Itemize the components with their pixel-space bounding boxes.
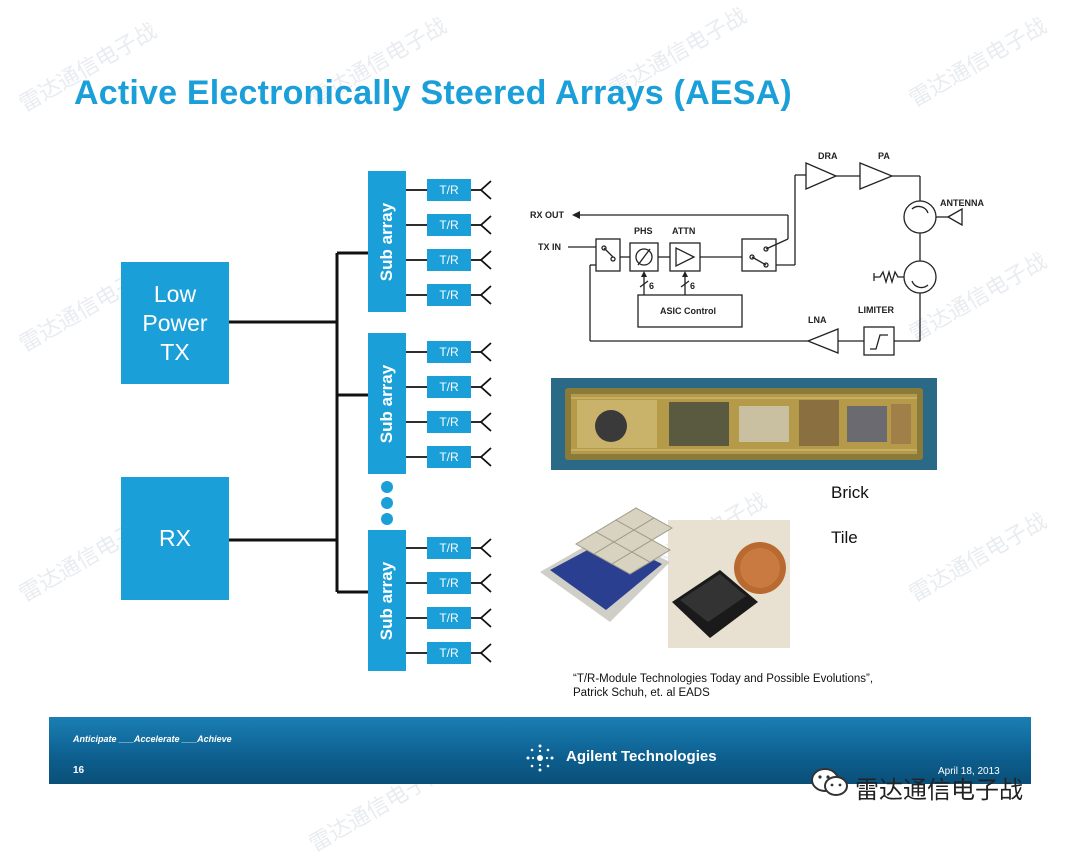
tr-module: T/R (427, 376, 471, 398)
brick-caption: Brick (831, 483, 869, 502)
pa-label: PA (878, 151, 890, 161)
antenna-icon (479, 377, 492, 397)
rx-out-label: RX OUT (530, 210, 565, 220)
asic-control-label: ASIC Control (660, 306, 716, 316)
lna-label: LNA (808, 315, 827, 325)
tr-module: T/R (427, 537, 471, 559)
wechat-account-label: 雷达通信电子战 (855, 776, 1023, 804)
tr-distribution-lines (229, 180, 492, 663)
antenna-icon (479, 643, 492, 663)
footer-tagline: Anticipate ___Accelerate ___Achieve (73, 734, 232, 744)
citation-line-1: “T/R-Module Technologies Today and Possi… (573, 673, 874, 685)
footer-date: April 18, 2013 (938, 766, 1000, 777)
citation-line-2: Patrick Schuh, et. al EADS (573, 687, 710, 699)
tr-module: T/R (427, 572, 471, 594)
antenna-label: ANTENNA (940, 198, 984, 208)
antenna-icon (479, 412, 492, 432)
sub-array-1: Sub array (368, 171, 406, 312)
antenna-icon (479, 342, 492, 362)
sub-array-label: Sub array (377, 561, 396, 640)
attn-bits: 6 (690, 281, 695, 291)
sub-array-2: Sub array (368, 333, 406, 474)
phs-label: PHS (634, 226, 653, 236)
page-number: 16 (73, 765, 85, 776)
dra-label: DRA (818, 151, 838, 161)
tile-module-photo (540, 507, 790, 648)
rx-block: RX (121, 477, 229, 600)
ellipsis-dot (381, 481, 393, 493)
citation: “T/R-Module Technologies Today and Possi… (573, 672, 873, 700)
sub-array-label: Sub array (377, 364, 396, 443)
tr-module: T/R (427, 249, 471, 271)
tr-module: T/R (427, 411, 471, 433)
limiter-label: LIMITER (858, 305, 894, 315)
antenna-icon (479, 285, 492, 305)
antenna-icon (479, 180, 492, 200)
wechat-icon (811, 768, 848, 796)
agilent-brand: Agilent Technologies (566, 748, 717, 765)
antenna-icon (479, 215, 492, 235)
antenna-icon (479, 573, 492, 593)
phs-bits: 6 (649, 281, 654, 291)
low-power-tx-block: Low Power TX (121, 262, 229, 384)
antenna-icon (479, 250, 492, 270)
tr-module: T/R (427, 642, 471, 664)
tx-in-label: TX IN (538, 242, 561, 252)
tile-caption: Tile (831, 528, 858, 547)
ellipsis-dot (381, 513, 393, 525)
tr-module: T/R (427, 446, 471, 468)
attn-label: ATTN (672, 226, 695, 236)
rx-label: RX (159, 525, 191, 551)
tr-module: T/R (427, 284, 471, 306)
tr-module: T/R (427, 341, 471, 363)
tr-module: T/R (427, 607, 471, 629)
tr-module: T/R (427, 214, 471, 236)
antenna-icon (479, 447, 492, 467)
sub-array-3: Sub array (368, 530, 406, 671)
sub-array-label: Sub array (377, 202, 396, 281)
antenna-icon (479, 538, 492, 558)
tr-module-schematic: RX OUT TX IN PHS ATTN DRA PA ANTENNA LNA… (530, 151, 984, 356)
antenna-icon (479, 608, 492, 628)
low-power-tx-label: Low Power TX (142, 280, 208, 365)
ellipsis-dot (381, 497, 393, 509)
tr-module: T/R (427, 179, 471, 201)
page-title: Active Electronically Steered Arrays (AE… (74, 74, 792, 112)
spark-logo-icon (526, 744, 554, 772)
brick-module-photo (551, 378, 937, 470)
